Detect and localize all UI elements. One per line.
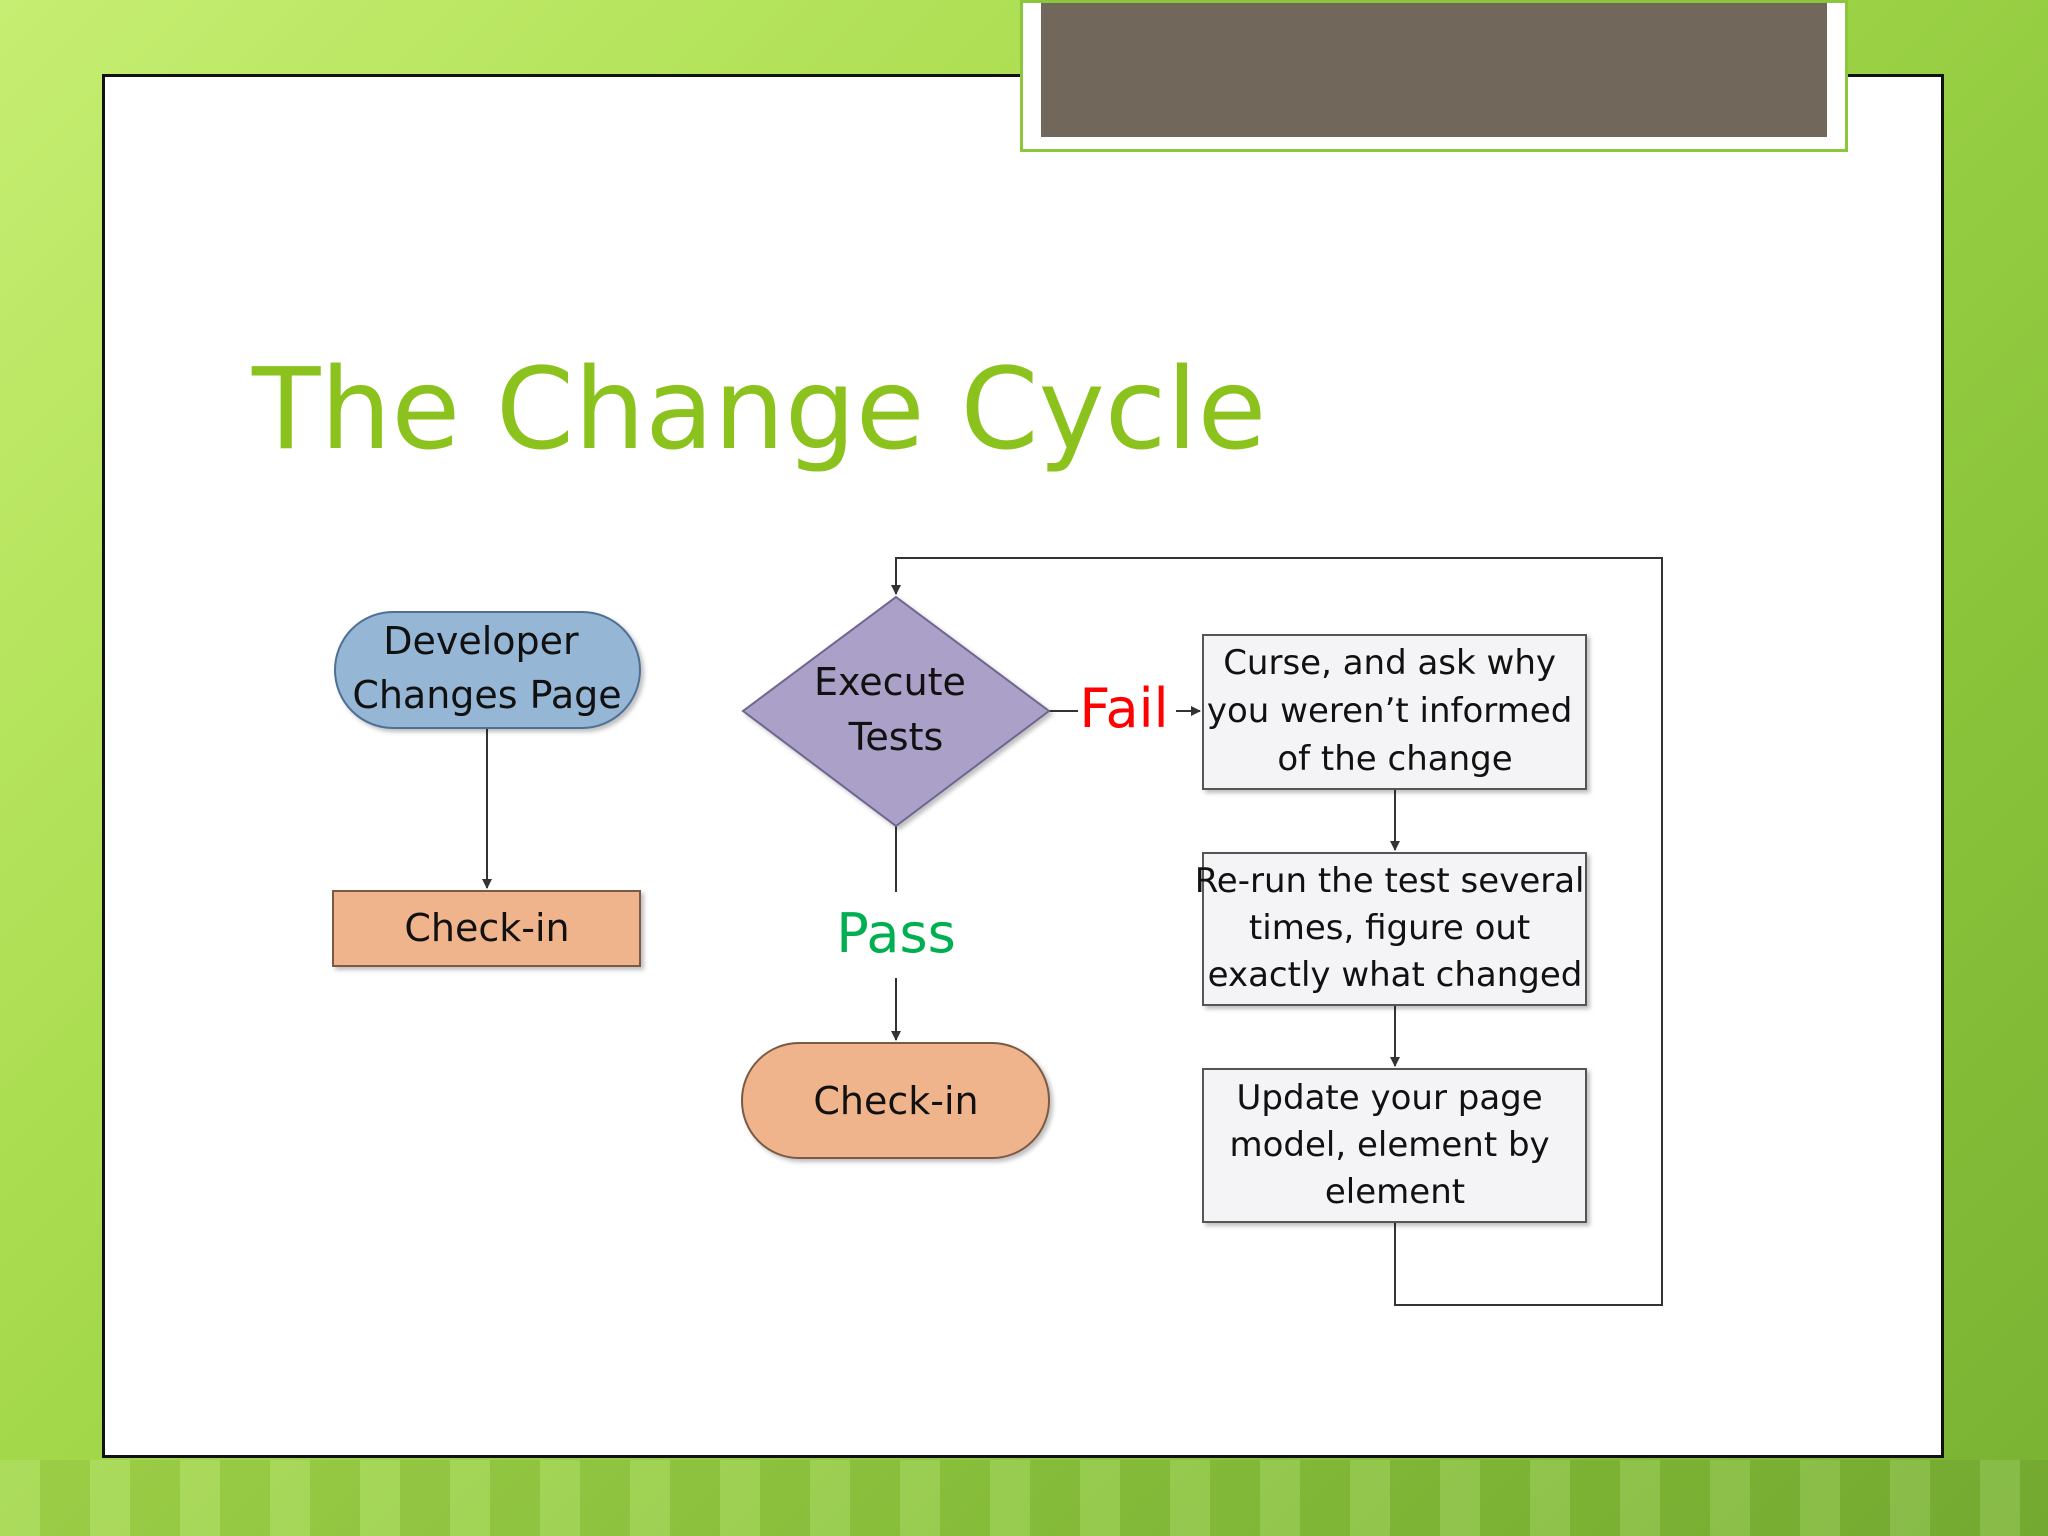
node-text-line: Re-run the test several — [1195, 861, 1585, 901]
fail-label: Fail — [1079, 677, 1168, 740]
node-text-line: of the change — [1277, 739, 1512, 779]
node-check-in-pass: Check-in — [741, 1042, 1050, 1159]
node-text-line: Developer — [383, 619, 579, 663]
process-shape — [1202, 634, 1587, 790]
svg-text:Execute Tests: Execute Tests — [814, 660, 978, 759]
svg-text:Check-in: Check-in — [404, 906, 569, 950]
node-text-line: exactly what changed — [1208, 955, 1583, 995]
node-execute-tests: Execute Tests — [741, 595, 1051, 828]
node-rerun-tests: Re-run the test several times, figure ou… — [1195, 852, 1596, 1006]
node-text-line: Curse, and ask why — [1223, 643, 1556, 683]
node-check-in-left: Check-in — [332, 890, 641, 967]
svg-text:Developer Changes Page: Developer Changes Page — [352, 619, 621, 717]
process-shape — [1202, 852, 1587, 1006]
node-update-page-model: Update your page model, element by eleme… — [1202, 1068, 1587, 1223]
node-text-line: Check-in — [404, 906, 569, 950]
slide-title: The Change Cycle — [252, 345, 1267, 475]
slide-canvas — [102, 74, 1944, 1458]
terminator-shape — [334, 611, 641, 729]
svg-text:Update your page model,: Update your page model, element by eleme… — [1229, 1078, 1560, 1212]
node-text-line: Update your page — [1237, 1078, 1543, 1118]
process-shape — [1202, 1068, 1587, 1223]
node-text-line: Tests — [848, 715, 944, 759]
node-text-line: times, figure out — [1249, 908, 1530, 948]
node-text-line: model, element by — [1229, 1125, 1549, 1165]
terminator-shape — [741, 1042, 1050, 1159]
process-shape — [332, 890, 641, 967]
svg-text:Re-run the test several: Re-run the test several times, figure ou… — [1195, 861, 1596, 995]
node-text-line: Check-in — [813, 1079, 978, 1123]
svg-text:Curse, and ask why you w: Curse, and ask why you weren’t informed … — [1207, 643, 1583, 779]
node-curse-and-ask: Curse, and ask why you weren’t informed … — [1202, 634, 1587, 790]
edge-update-loop-to-execute — [891, 557, 1663, 1306]
svg-text:Check-in: Check-in — [813, 1079, 978, 1123]
node-text-line: Changes Page — [352, 673, 621, 717]
background-stripes — [0, 1460, 2048, 1536]
node-developer-changes-page: Developer Changes Page — [334, 611, 641, 729]
header-placeholder-box — [1020, 0, 1848, 152]
decision-shape — [741, 595, 1051, 828]
header-placeholder-fill — [1041, 3, 1827, 137]
edges — [482, 557, 1663, 1306]
node-text-line: Execute — [814, 660, 966, 704]
node-text-line: you weren’t informed — [1207, 691, 1572, 731]
pass-label: Pass — [836, 902, 956, 965]
node-text-line: element — [1325, 1172, 1465, 1212]
